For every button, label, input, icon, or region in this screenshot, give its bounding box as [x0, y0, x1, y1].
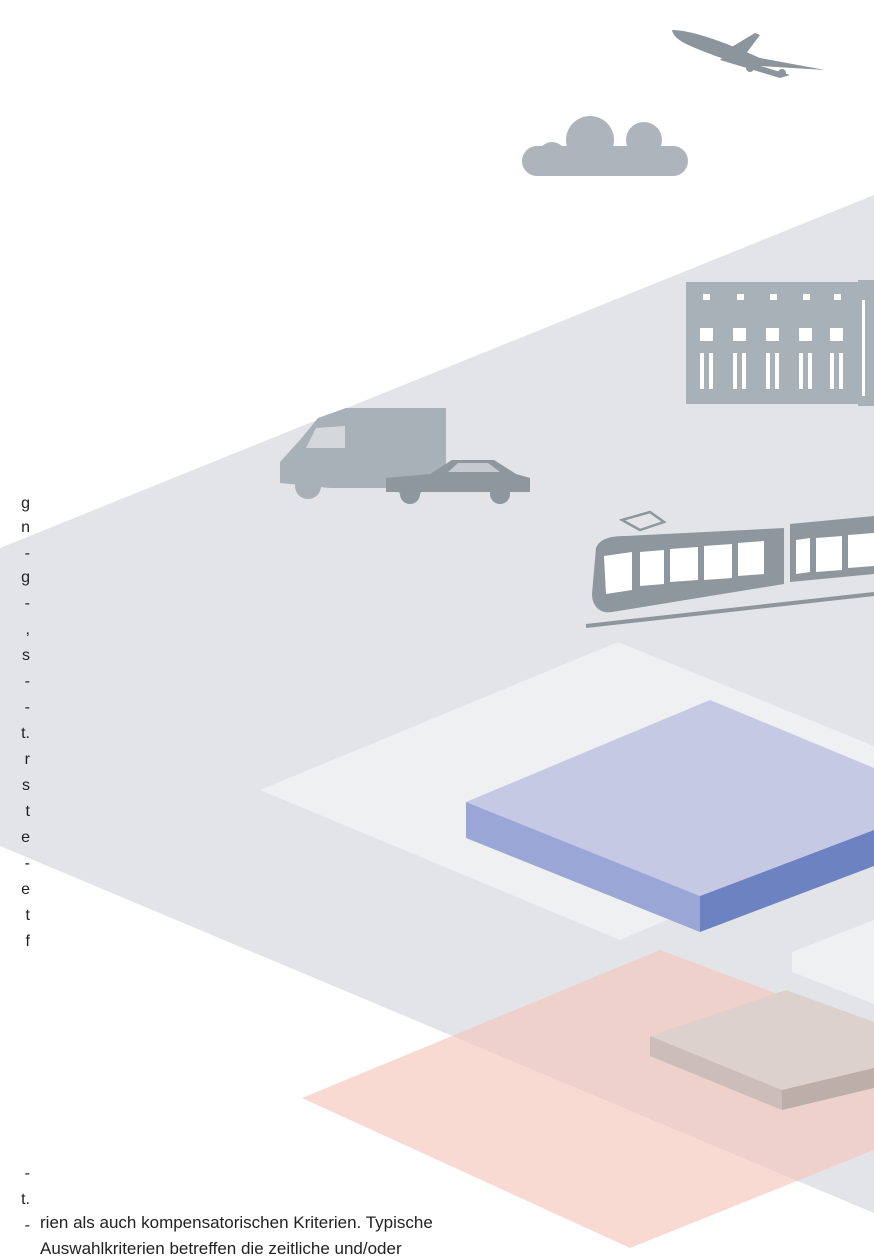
edge-char: r [0, 750, 30, 770]
edge-char: - [0, 594, 30, 614]
edge-char: - [0, 854, 30, 874]
edge-char: f [0, 932, 30, 952]
edge-char: t [0, 802, 30, 822]
edge-char: e [0, 880, 30, 900]
edge-char: g [0, 494, 30, 514]
paragraph-line: Auswahlkriterien betreffen die zeitliche… [40, 1238, 402, 1260]
edge-char: s [0, 776, 30, 796]
edge-char: - [0, 672, 30, 692]
edge-char: n [0, 518, 30, 538]
edge-char: e [0, 828, 30, 848]
airplane-icon [672, 30, 825, 78]
edge-char: g [0, 568, 30, 588]
building-icon [686, 280, 874, 406]
edge-char: - [0, 1216, 30, 1236]
edge-char: t. [0, 724, 30, 744]
edge-char: t. [0, 1190, 30, 1210]
edge-char: - [0, 698, 30, 718]
edge-char: - [0, 1164, 30, 1184]
edge-char: s [0, 646, 30, 666]
paragraph-line: rien als auch kompensatorischen Kriterie… [40, 1212, 433, 1234]
edge-char: t [0, 906, 30, 926]
edge-char: , [0, 620, 30, 640]
edge-char: - [0, 544, 30, 564]
cloud-icon [522, 116, 688, 176]
